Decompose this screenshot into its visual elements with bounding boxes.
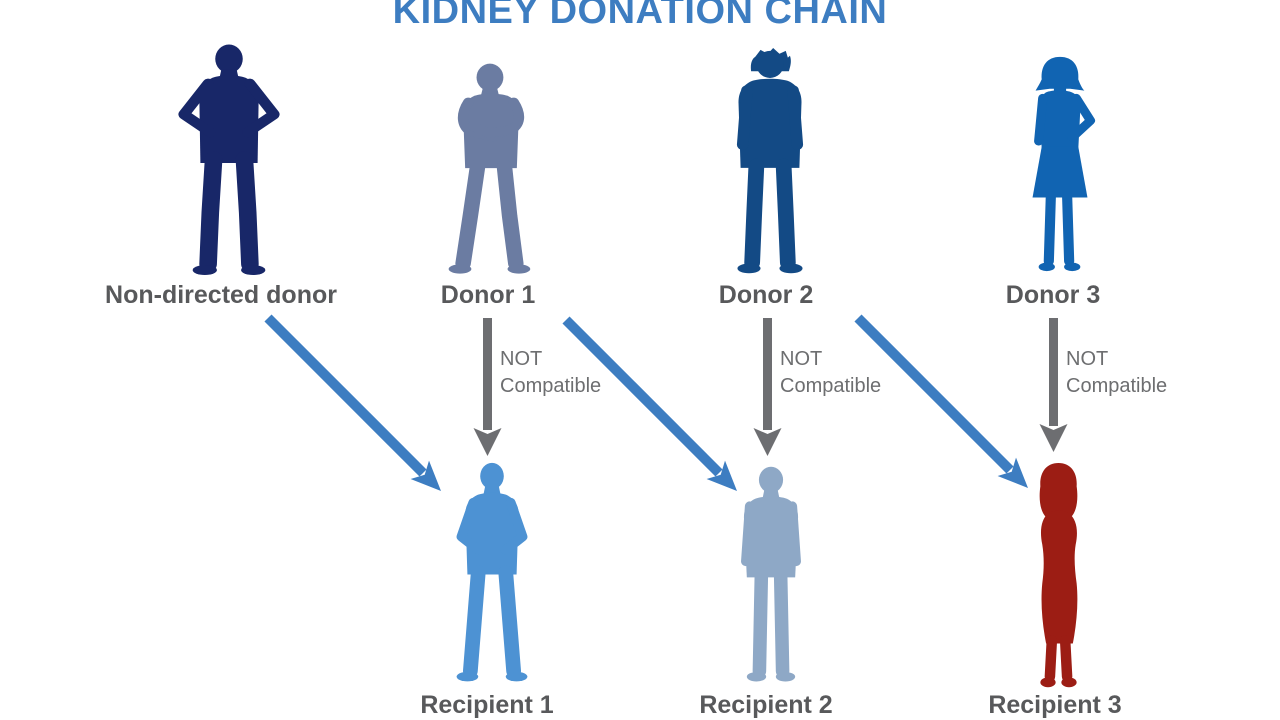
label-donor-1: Donor 1: [440, 281, 536, 309]
figure-recipient-3: [1039, 462, 1078, 688]
arrow-head: [1039, 424, 1068, 452]
figure-recipient-1: [456, 462, 528, 682]
incompatible-arrow-donor-3: [1039, 318, 1068, 452]
label-non-directed-donor: Non-directed donor: [105, 281, 337, 309]
note-line: Compatible: [780, 375, 882, 397]
arrow-shaft: [854, 314, 1014, 474]
label-recipient-3: Recipient 3: [988, 691, 1122, 719]
note-line: NOT: [1066, 348, 1109, 370]
man-hands-on-hips-silhouette: [178, 44, 280, 276]
man-hands-behind-back-silhouette: [736, 48, 804, 274]
label-recipient-2: Recipient 2: [699, 691, 833, 719]
figure-donor-2: [736, 48, 804, 274]
arrow-head: [410, 460, 441, 491]
note-not-compatible-2: NOT Compatible: [780, 346, 881, 400]
label-donor-2: Donor 2: [718, 281, 814, 309]
arrow-shaft: [562, 316, 723, 477]
note-line: NOT: [780, 348, 823, 370]
note-line: Compatible: [1066, 375, 1168, 397]
note-line: NOT: [500, 348, 543, 370]
note-not-compatible-1: NOT Compatible: [500, 346, 601, 400]
person-arms-crossed-silhouette: [448, 63, 531, 274]
figure-non-directed-donor: [178, 44, 280, 276]
arrow-head: [706, 460, 737, 491]
figure-donor-1: [448, 63, 531, 274]
donation-arrow-donor-1-to-recipient-2: [562, 316, 737, 491]
incompatible-arrow-donor-2: [753, 318, 782, 456]
figure-recipient-2: [741, 466, 801, 682]
woman-in-skirt-silhouette: [1032, 56, 1096, 272]
arrow-shaft: [264, 314, 427, 477]
woman-long-hair-silhouette: [1039, 462, 1078, 688]
figure-donor-3: [1032, 56, 1096, 272]
donation-arrow-ndd-to-recipient-1: [264, 314, 441, 491]
note-line: Compatible: [500, 375, 602, 397]
arrow-head: [997, 457, 1028, 488]
man-hands-in-pockets-silhouette: [456, 462, 528, 682]
man-standing-silhouette: [741, 466, 801, 682]
arrow-head: [753, 428, 782, 456]
label-donor-3: Donor 3: [1005, 281, 1101, 309]
diagram-title: KIDNEY DONATION CHAIN: [392, 0, 888, 32]
arrow-head: [473, 428, 502, 456]
label-recipient-1: Recipient 1: [420, 691, 554, 719]
incompatible-arrow-donor-1: [473, 318, 502, 456]
donation-arrow-donor-2-to-recipient-3: [854, 314, 1028, 488]
note-not-compatible-3: NOT Compatible: [1066, 346, 1167, 400]
